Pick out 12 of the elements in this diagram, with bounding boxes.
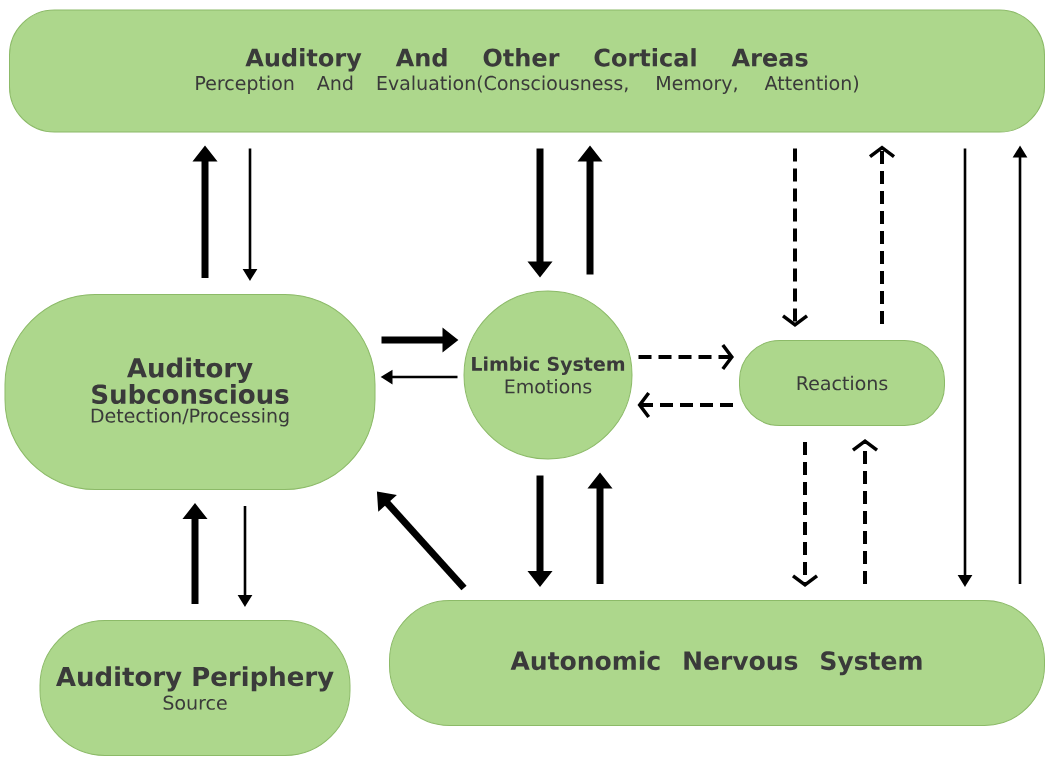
dashed-arrow bbox=[791, 442, 819, 587]
rounded-box: Auditory Periphery Source bbox=[39, 620, 351, 756]
dashed-arrow bbox=[638, 343, 734, 371]
dashed-arrow bbox=[781, 148, 809, 327]
rounded-box: Auditory Subconscious Detection/Processing bbox=[4, 294, 376, 490]
rounded-box: Autonomic Nervous System bbox=[389, 600, 1045, 726]
dashed-arrow bbox=[851, 439, 879, 584]
circle-node: Limbic System Emotions bbox=[463, 290, 633, 460]
rounded-box: Reactions bbox=[739, 340, 945, 426]
dashed-arrow bbox=[637, 391, 733, 419]
dashed-arrow bbox=[868, 145, 896, 324]
rounded-box: Auditory And Other Cortical Areas Perception And Evaluation(Consciousness, Memory, Attention) bbox=[9, 9, 1045, 133]
